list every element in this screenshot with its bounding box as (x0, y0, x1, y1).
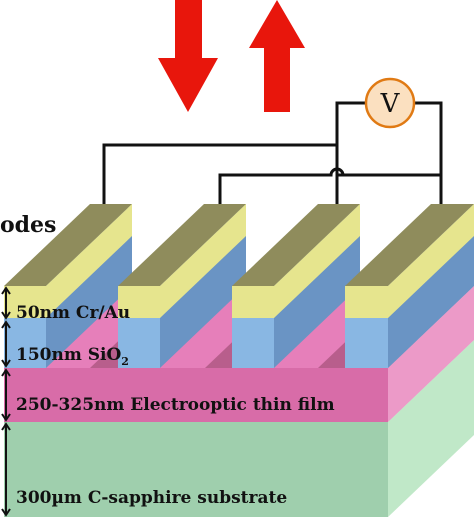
gold-top (118, 204, 246, 286)
electrode-stack-3 (232, 204, 360, 368)
gold-top (232, 204, 360, 286)
electrode-stacks (4, 204, 474, 368)
light-arrows (158, 0, 305, 112)
gold-side (274, 204, 360, 318)
substrate-label: 300µm C-sapphire substrate (16, 488, 287, 508)
voltmeter-wiring (102, 101, 443, 205)
gold-front (118, 286, 160, 318)
gold-front (345, 286, 388, 318)
thin-film-label: 250-325nm Electrooptic thin film (16, 395, 335, 415)
reflected-light-arrow (249, 0, 305, 112)
gold-front (232, 286, 274, 318)
electrode-stack-1 (4, 204, 132, 368)
layer-labels: odes 50nm Cr/Au 150nm SiO2 250-325nm Ele… (0, 212, 335, 508)
voltmeter: V (364, 77, 416, 129)
incident-light-arrow (158, 0, 218, 112)
voltmeter-circle (364, 77, 416, 129)
sio2-label-main: 150nm SiO (16, 345, 121, 365)
electrode-stack-2 (118, 204, 246, 368)
sio2-label: 150nm SiO2 (16, 345, 129, 368)
substrate-front (4, 422, 388, 517)
voltmeter-label: V (380, 89, 401, 119)
cr-au-label: 50nm Cr/Au (16, 303, 130, 323)
dimension-markers (1, 286, 11, 517)
electrodes-label: odes (0, 212, 56, 238)
gold-side (160, 204, 246, 318)
sio2-label-subscript: 2 (121, 355, 129, 368)
film-front (4, 368, 388, 422)
gold-top (4, 204, 132, 286)
substrate-side (388, 340, 474, 517)
gold-top (345, 204, 474, 286)
gold-front (4, 286, 46, 318)
gold-side (46, 204, 132, 318)
film-side (388, 286, 474, 422)
gold-side (388, 204, 474, 318)
electrode-stack-4 (345, 204, 474, 368)
